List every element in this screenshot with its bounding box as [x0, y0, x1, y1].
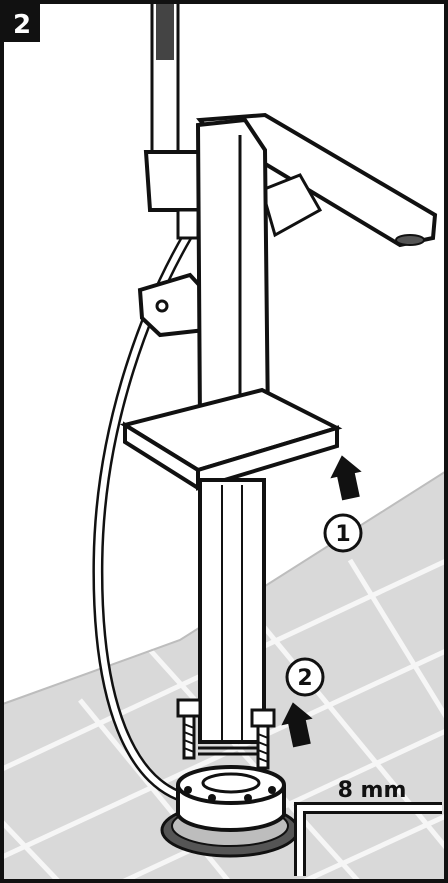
mounting-bolt-left — [176, 698, 202, 760]
mounting-bolt-right — [250, 708, 276, 770]
arrow-up-icon — [281, 702, 313, 748]
arrow-up-icon — [330, 455, 362, 501]
callout-2-circle — [285, 657, 325, 697]
shower-holder — [143, 150, 208, 212]
step-badge — [4, 4, 40, 42]
floor-tile-grid — [0, 557, 448, 883]
pipe-thread — [198, 740, 266, 756]
hand-shower-grip — [156, 0, 174, 60]
callout-1-circle — [323, 513, 363, 553]
standpipe — [198, 478, 266, 744]
callout-2-label: 2 — [297, 666, 312, 691]
step-number: 2 — [13, 10, 31, 40]
callout-1-label: 1 — [335, 522, 350, 547]
allen-key-icon — [294, 802, 442, 876]
tool-size-label: 8 mm — [338, 778, 407, 803]
